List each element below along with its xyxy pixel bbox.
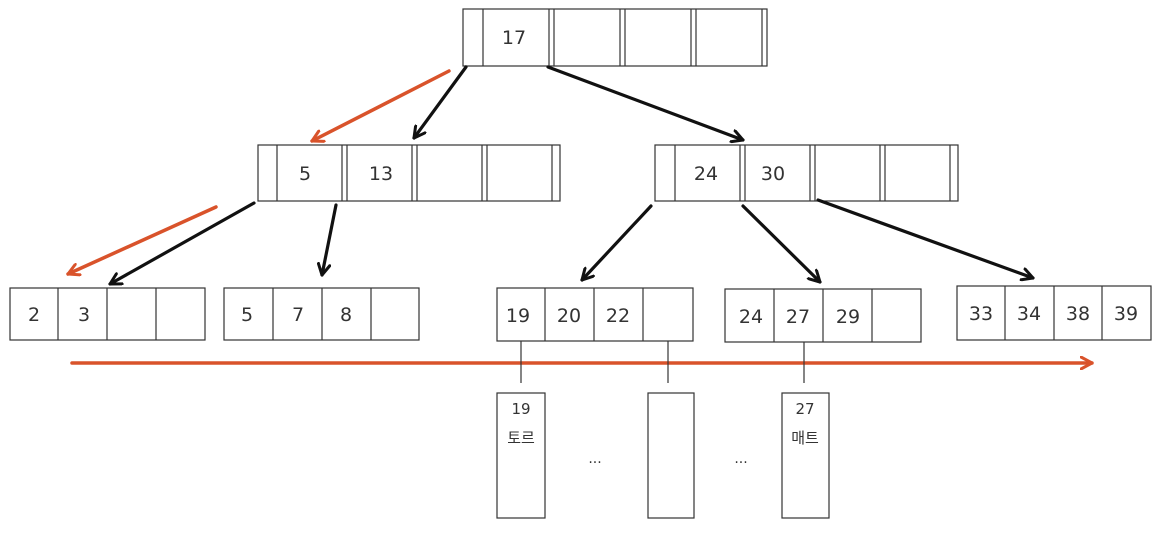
internal-key: 13 (369, 163, 393, 185)
internal-key: 5 (299, 163, 311, 185)
leaf-node: 24 27 29 (724, 288, 922, 343)
internal-key: 30 (761, 163, 785, 185)
pointer-arrow (412, 65, 468, 140)
leaf-node: 2 3 (9, 287, 206, 341)
record-value: 토르 (507, 429, 535, 447)
internal-node: 5 13 (257, 144, 561, 202)
record-id: 27 (795, 400, 814, 418)
leaf-key: 20 (557, 305, 581, 327)
data-record: 27 매트 (781, 392, 830, 519)
leaf-key: 2 (28, 304, 40, 326)
leaf-node: 5 7 8 (223, 287, 420, 341)
data-record (647, 392, 695, 519)
record-id: 19 (511, 400, 530, 418)
ellipsis-text: ... (588, 451, 601, 467)
leaf-node: 33 34 38 39 (956, 285, 1152, 341)
leaf-key: 29 (836, 306, 860, 328)
leaf-key: 24 (739, 306, 763, 328)
search-path-arrow (66, 205, 218, 274)
leaf-key: 8 (340, 304, 352, 326)
leaf-key: 3 (78, 304, 90, 326)
pointer-arrow (741, 204, 822, 284)
record-value: 매트 (791, 429, 819, 447)
leaf-key: 38 (1066, 303, 1090, 325)
leaf-key: 34 (1017, 303, 1041, 325)
search-path-arrows (66, 69, 1094, 363)
leaf-key: 19 (506, 305, 530, 327)
leaf-key: 27 (786, 306, 810, 328)
internal-node: 24 30 (654, 144, 959, 202)
leaf-node: 19 20 22 (496, 287, 694, 342)
leaf-key: 5 (241, 304, 253, 326)
leaf-key: 39 (1114, 303, 1138, 325)
pointer-arrow (546, 65, 745, 140)
pointer-arrow (816, 198, 1035, 278)
search-path-arrow (310, 69, 451, 141)
data-record: 19 토르 (496, 392, 546, 519)
pointer-arrow (580, 204, 653, 282)
record-pointer-lines (520, 341, 805, 383)
ellipsis-text: ... (734, 451, 747, 467)
pointer-arrow (322, 203, 338, 277)
child-pointer-arrows (108, 65, 1035, 286)
pointer-arrow (108, 201, 256, 286)
root-key: 17 (502, 27, 526, 49)
root-node: 17 (462, 8, 768, 67)
leaf-key: 7 (292, 304, 304, 326)
leaf-key: 22 (606, 305, 630, 327)
internal-key: 24 (694, 163, 718, 185)
leaf-key: 33 (969, 303, 993, 325)
